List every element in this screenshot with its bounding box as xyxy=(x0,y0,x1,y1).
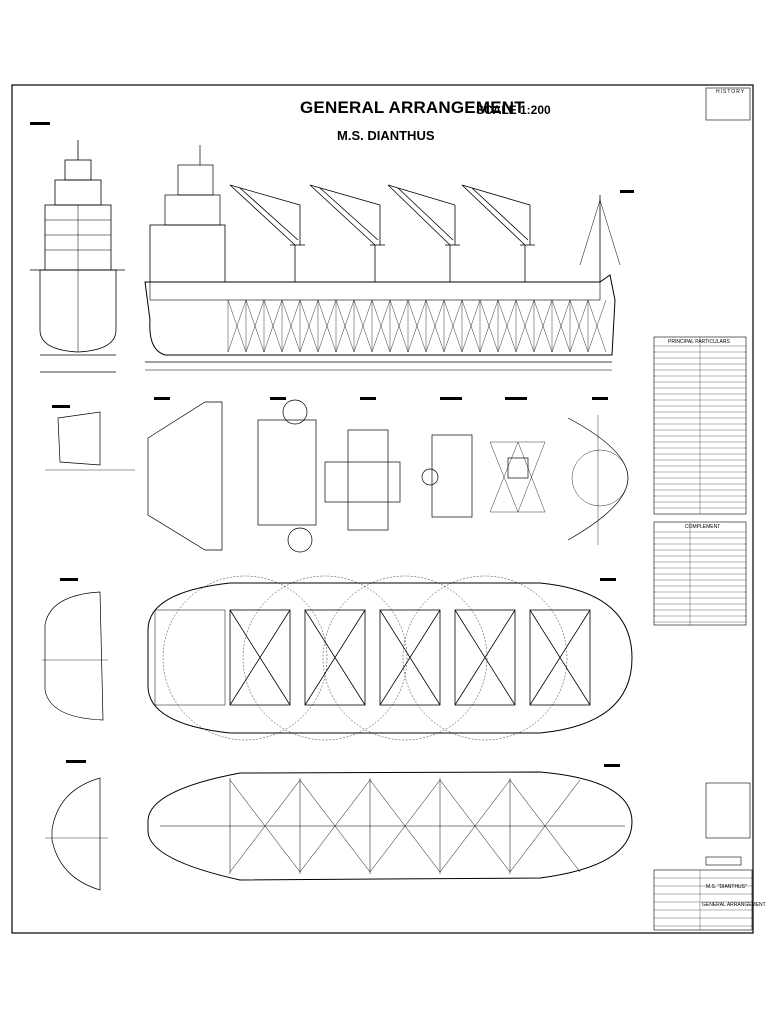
complement-heading: COMPLEMENT xyxy=(685,524,721,530)
front-view xyxy=(30,140,125,373)
sheet-border xyxy=(11,84,754,934)
bottom-small-view xyxy=(45,777,108,891)
drawing-scale: SCALE 1:200 xyxy=(476,103,551,117)
title-block-ship-name: M.S. "DIANTHUS" xyxy=(706,884,747,890)
profile-view xyxy=(144,145,621,371)
title-block-drawing-title: GENERAL ARRANGEMENT xyxy=(702,902,766,908)
second-deck-small xyxy=(42,591,108,721)
tank-top-plan xyxy=(147,771,633,881)
principal-particulars-heading: PRINCIPAL PARTICULARS xyxy=(668,339,730,345)
history-heading: HISTORY xyxy=(716,89,746,95)
right-tables xyxy=(653,87,753,931)
ship-name: M.S. DIANTHUS xyxy=(337,128,435,143)
upper-deck-plan xyxy=(147,575,633,741)
deck-plans-row xyxy=(45,399,629,553)
drawing-title: GENERAL ARRANGEMENT xyxy=(300,98,525,117)
view-labels xyxy=(30,122,634,767)
